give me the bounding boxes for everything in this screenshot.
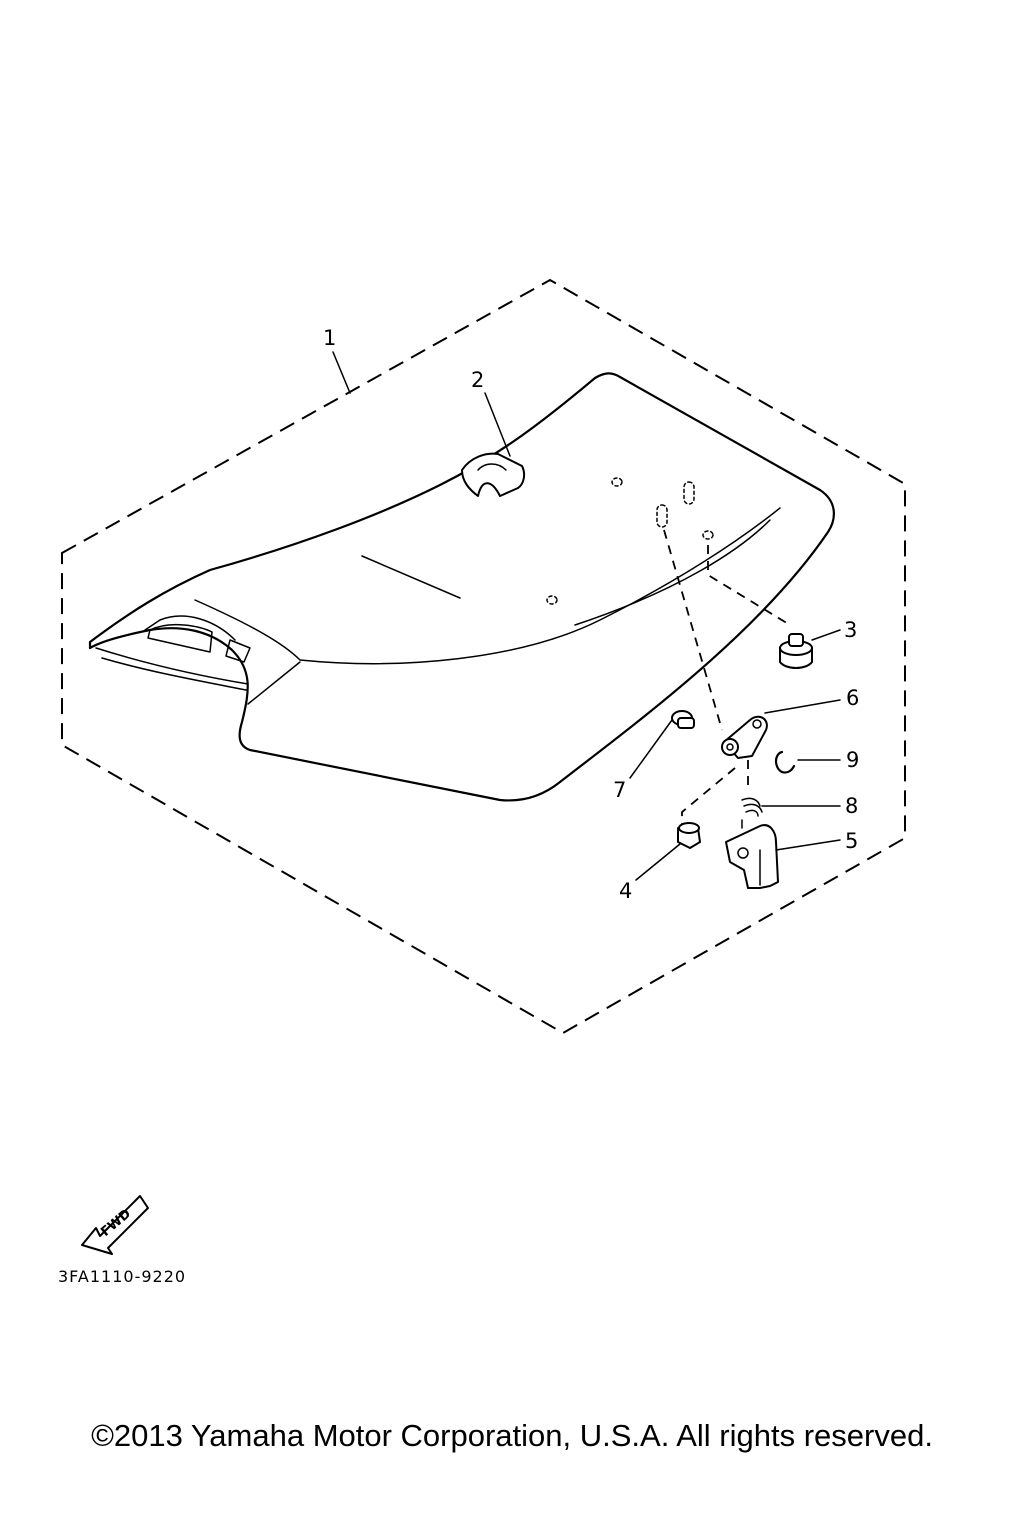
callout-9: 9 xyxy=(846,748,859,772)
callout-3: 3 xyxy=(844,618,857,642)
part-nut xyxy=(677,822,701,849)
callout-6: 6 xyxy=(846,686,859,710)
seat xyxy=(88,372,835,802)
part-damper xyxy=(779,633,813,669)
callout-8: 8 xyxy=(845,794,858,818)
leader-lines xyxy=(332,351,841,881)
part-bolt xyxy=(671,710,695,729)
copyright-notice: ©2013 Yamaha Motor Corporation, U.S.A. A… xyxy=(91,1418,933,1453)
fwd-arrow-icon: FWD xyxy=(81,1195,149,1255)
callout-1: 1 xyxy=(323,326,336,350)
callout-5: 5 xyxy=(845,829,858,853)
callout-2: 2 xyxy=(471,368,484,392)
callout-7: 7 xyxy=(613,778,626,802)
callout-4: 4 xyxy=(619,879,632,903)
part-hook xyxy=(725,824,779,889)
part-circlip xyxy=(774,750,796,774)
assembly-boundary xyxy=(61,278,906,1035)
part-spring xyxy=(741,797,763,829)
drawing-code: 3FA1110-9220 xyxy=(58,1267,186,1286)
part-stay xyxy=(721,715,768,759)
